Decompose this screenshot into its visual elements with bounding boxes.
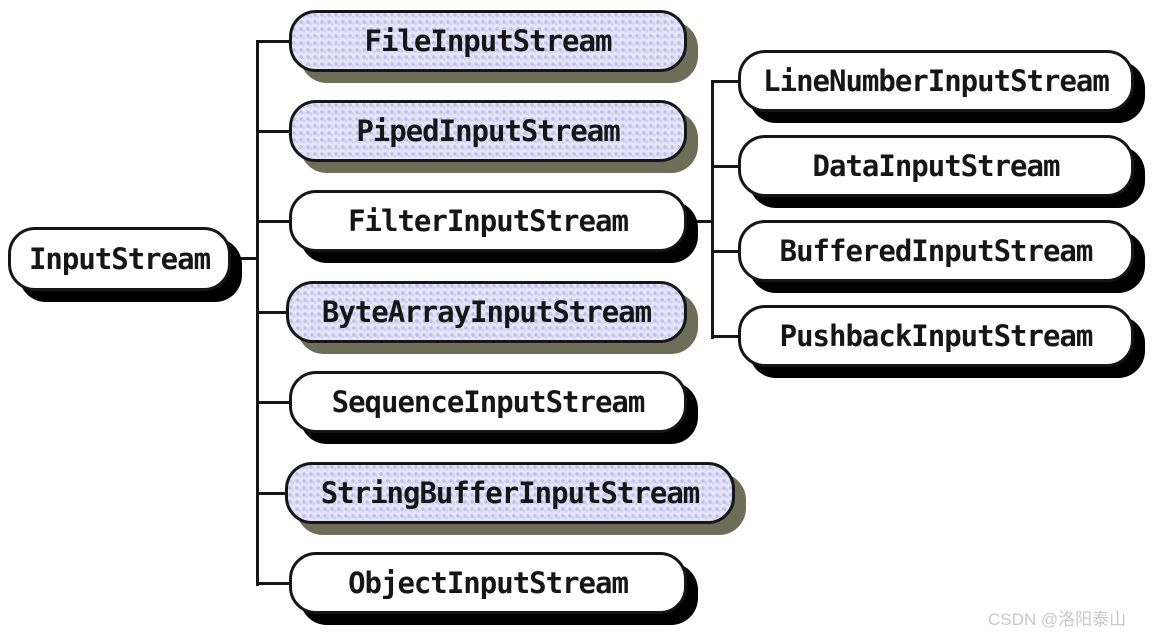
node-objectinputstream: ObjectInputStream	[289, 552, 687, 614]
node-filterinputstream: FilterInputStream	[289, 190, 687, 252]
connector-stub-piped	[256, 130, 292, 133]
node-bufferedinputstream: BufferedInputStream	[738, 220, 1134, 282]
csdn-watermark: CSDN @洛阳泰山	[988, 610, 1127, 629]
node-stringbufferinputstream: StringBufferInputStream	[285, 462, 735, 524]
node-inputstream: InputStream	[8, 227, 231, 291]
connector-root-stub	[229, 257, 258, 260]
connector-stub-stringbuffer	[256, 492, 289, 495]
connector-stub-bytearray	[256, 311, 292, 314]
connector-stub-object	[256, 582, 292, 585]
connector-stub-file	[256, 40, 292, 43]
node-pushbackinputstream: PushbackInputStream	[738, 305, 1134, 367]
node-fileinputstream: FileInputStream	[289, 10, 687, 72]
node-sequenceinputstream: SequenceInputStream	[289, 371, 687, 433]
connector-stub-linenumber	[711, 80, 741, 83]
connector-trunk-level2	[711, 80, 714, 339]
node-bytearrayinputstream: ByteArrayInputStream	[286, 281, 687, 343]
connector-stub-data	[711, 165, 741, 168]
connector-stub-buffered	[711, 250, 741, 253]
connector-stub-pushback	[711, 335, 741, 338]
node-datainputstream: DataInputStream	[738, 135, 1134, 197]
node-linenumberinputstream: LineNumberInputStream	[738, 50, 1134, 112]
node-pipedinputstream: PipedInputStream	[289, 100, 687, 162]
connector-stub-filter	[256, 220, 292, 223]
connector-stub-sequence	[256, 401, 292, 404]
connector-filter-stub	[685, 220, 714, 223]
